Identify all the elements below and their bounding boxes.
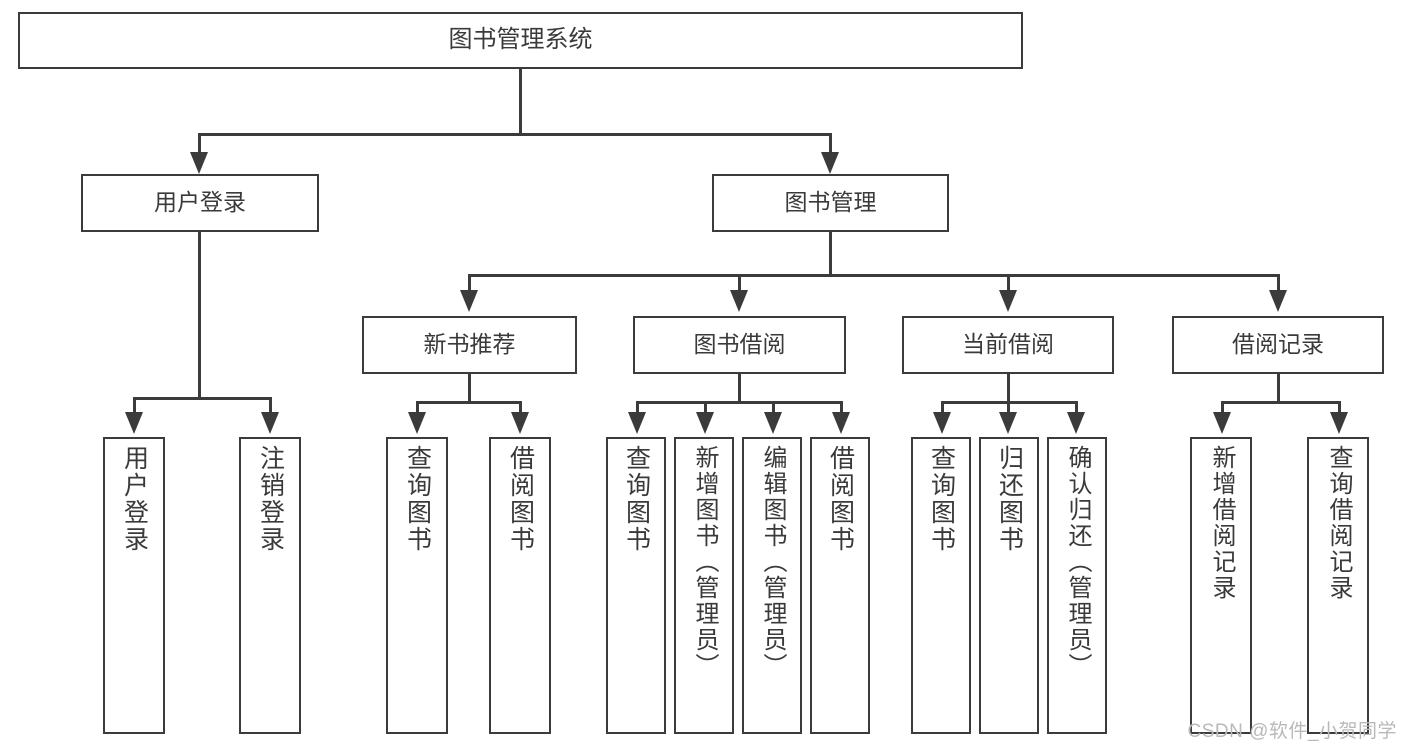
connector-drop-leaf-query-book-1 xyxy=(416,401,419,415)
node-label: 新增图书（管理员） xyxy=(691,445,718,679)
arrowhead-leaf-query-book-2 xyxy=(628,412,646,434)
node-leaf-add-borrow-record[interactable]: 新增借阅记录 xyxy=(1190,437,1252,734)
node-leaf-query-book-current[interactable]: 查询图书 xyxy=(911,437,971,734)
node-label: 查询图书 xyxy=(403,445,432,553)
arrowhead-leaf-user-login xyxy=(125,412,143,434)
arrowhead-leaf-query-book-3 xyxy=(933,412,951,434)
node-leaf-user-login[interactable]: 用户登录 xyxy=(103,437,165,734)
node-borrow-record[interactable]: 借阅记录 xyxy=(1172,316,1384,374)
connector-drop-leaf-logout xyxy=(269,397,272,415)
node-current-borrow[interactable]: 当前借阅 xyxy=(902,316,1114,374)
connector-drop-borrow-record xyxy=(1277,274,1280,292)
node-leaf-return-book[interactable]: 归还图书 xyxy=(979,437,1039,734)
connector-drop-book-borrow xyxy=(738,274,741,292)
arrowhead-user-login xyxy=(190,152,208,174)
connector-drop-leaf-user-login xyxy=(133,397,136,415)
connector-book-manage-stem xyxy=(829,232,832,277)
arrowhead-leaf-confirm-return xyxy=(1067,412,1085,434)
connector-book-borrow-bus xyxy=(636,401,842,404)
node-label: 注销登录 xyxy=(256,445,285,553)
node-label: 图书管理 xyxy=(784,189,877,216)
node-label: 借阅图书 xyxy=(506,445,535,553)
connector-drop-leaf-add-record xyxy=(1221,401,1224,415)
connector-drop-leaf-query-book-3 xyxy=(941,401,944,415)
arrowhead-leaf-borrow-book-2 xyxy=(832,412,850,434)
connector-drop-leaf-query-record xyxy=(1338,401,1341,415)
arrowhead-leaf-return-book xyxy=(999,412,1017,434)
node-root-book-management-system[interactable]: 图书管理系统 xyxy=(18,12,1023,69)
connector-drop-leaf-borrow-book-2 xyxy=(840,401,843,415)
connector-drop-leaf-add-book xyxy=(704,401,707,415)
node-label: 当前借阅 xyxy=(962,331,1054,358)
connector-new-book-bus xyxy=(416,401,521,404)
node-leaf-borrow-book-recommend[interactable]: 借阅图书 xyxy=(489,437,551,734)
connector-drop-leaf-edit-book xyxy=(772,401,775,415)
node-label: 归还图书 xyxy=(995,445,1024,553)
node-label: 查询借阅记录 xyxy=(1325,445,1352,601)
node-book-borrow[interactable]: 图书借阅 xyxy=(633,316,846,374)
node-label: 用户登录 xyxy=(154,189,246,216)
node-label: 图书管理系统 xyxy=(448,26,593,54)
arrowhead-leaf-add-record xyxy=(1213,412,1231,434)
connector-drop-current-borrow xyxy=(1007,274,1010,292)
connector-user-login-stem xyxy=(198,232,201,400)
arrowhead-leaf-logout xyxy=(261,412,279,434)
node-leaf-logout[interactable]: 注销登录 xyxy=(239,437,301,734)
node-user-login[interactable]: 用户登录 xyxy=(81,174,319,232)
arrowhead-leaf-edit-book xyxy=(764,412,782,434)
connector-drop-leaf-borrow-book-1 xyxy=(519,401,522,415)
node-leaf-query-borrow-record[interactable]: 查询借阅记录 xyxy=(1307,437,1369,734)
node-leaf-add-book[interactable]: 新增图书（管理员） xyxy=(674,437,734,734)
node-new-book-recommend[interactable]: 新书推荐 xyxy=(362,316,577,374)
node-label: 新书推荐 xyxy=(423,331,516,358)
node-leaf-borrow-book[interactable]: 借阅图书 xyxy=(810,437,870,734)
connector-drop-leaf-return-book xyxy=(1007,401,1010,415)
csdn-watermark: CSDN @软件_小贺同学 xyxy=(1187,721,1397,742)
connector-borrow-record-bus xyxy=(1221,401,1340,404)
connector-root-stem xyxy=(519,69,522,133)
arrowhead-book-borrow xyxy=(730,290,748,312)
arrowhead-leaf-add-book xyxy=(696,412,714,434)
arrowhead-current-borrow xyxy=(999,290,1017,312)
connector-drop-leaf-query-book-2 xyxy=(636,401,639,415)
connector-user-login-bus xyxy=(133,397,271,400)
connector-drop-user-login xyxy=(198,133,201,155)
node-label: 图书借阅 xyxy=(693,331,786,358)
node-leaf-edit-book[interactable]: 编辑图书（管理员） xyxy=(742,437,802,734)
arrowhead-leaf-borrow-book-1 xyxy=(511,412,529,434)
node-label: 借阅记录 xyxy=(1232,331,1324,358)
node-label: 查询图书 xyxy=(927,445,956,553)
connector-current-borrow-stem xyxy=(1007,374,1010,404)
connector-drop-new-book-recommend xyxy=(468,274,471,292)
node-label: 确认归还（管理员） xyxy=(1064,445,1091,679)
connector-new-book-stem xyxy=(468,374,471,404)
arrowhead-new-book-recommend xyxy=(460,290,478,312)
connector-borrow-record-stem xyxy=(1277,374,1280,404)
node-book-management[interactable]: 图书管理 xyxy=(712,174,949,232)
node-label: 借阅图书 xyxy=(826,445,855,553)
connector-drop-leaf-confirm-return xyxy=(1075,401,1078,415)
node-leaf-query-book-recommend[interactable]: 查询图书 xyxy=(386,437,448,734)
arrowhead-book-manage xyxy=(821,152,839,174)
node-label: 用户登录 xyxy=(120,445,149,553)
arrowhead-leaf-query-book-1 xyxy=(408,412,426,434)
connector-drop-book-manage xyxy=(829,133,832,155)
node-leaf-query-book-borrow[interactable]: 查询图书 xyxy=(606,437,666,734)
connector-book-borrow-stem xyxy=(738,374,741,404)
node-leaf-confirm-return[interactable]: 确认归还（管理员） xyxy=(1047,437,1107,734)
arrowhead-leaf-query-record xyxy=(1330,412,1348,434)
node-label: 查询图书 xyxy=(622,445,651,553)
connector-root-bus xyxy=(198,133,831,136)
connector-book-manage-bus xyxy=(468,274,1280,277)
node-label: 新增借阅记录 xyxy=(1208,445,1235,601)
arrowhead-borrow-record xyxy=(1269,290,1287,312)
node-label: 编辑图书（管理员） xyxy=(759,445,786,679)
